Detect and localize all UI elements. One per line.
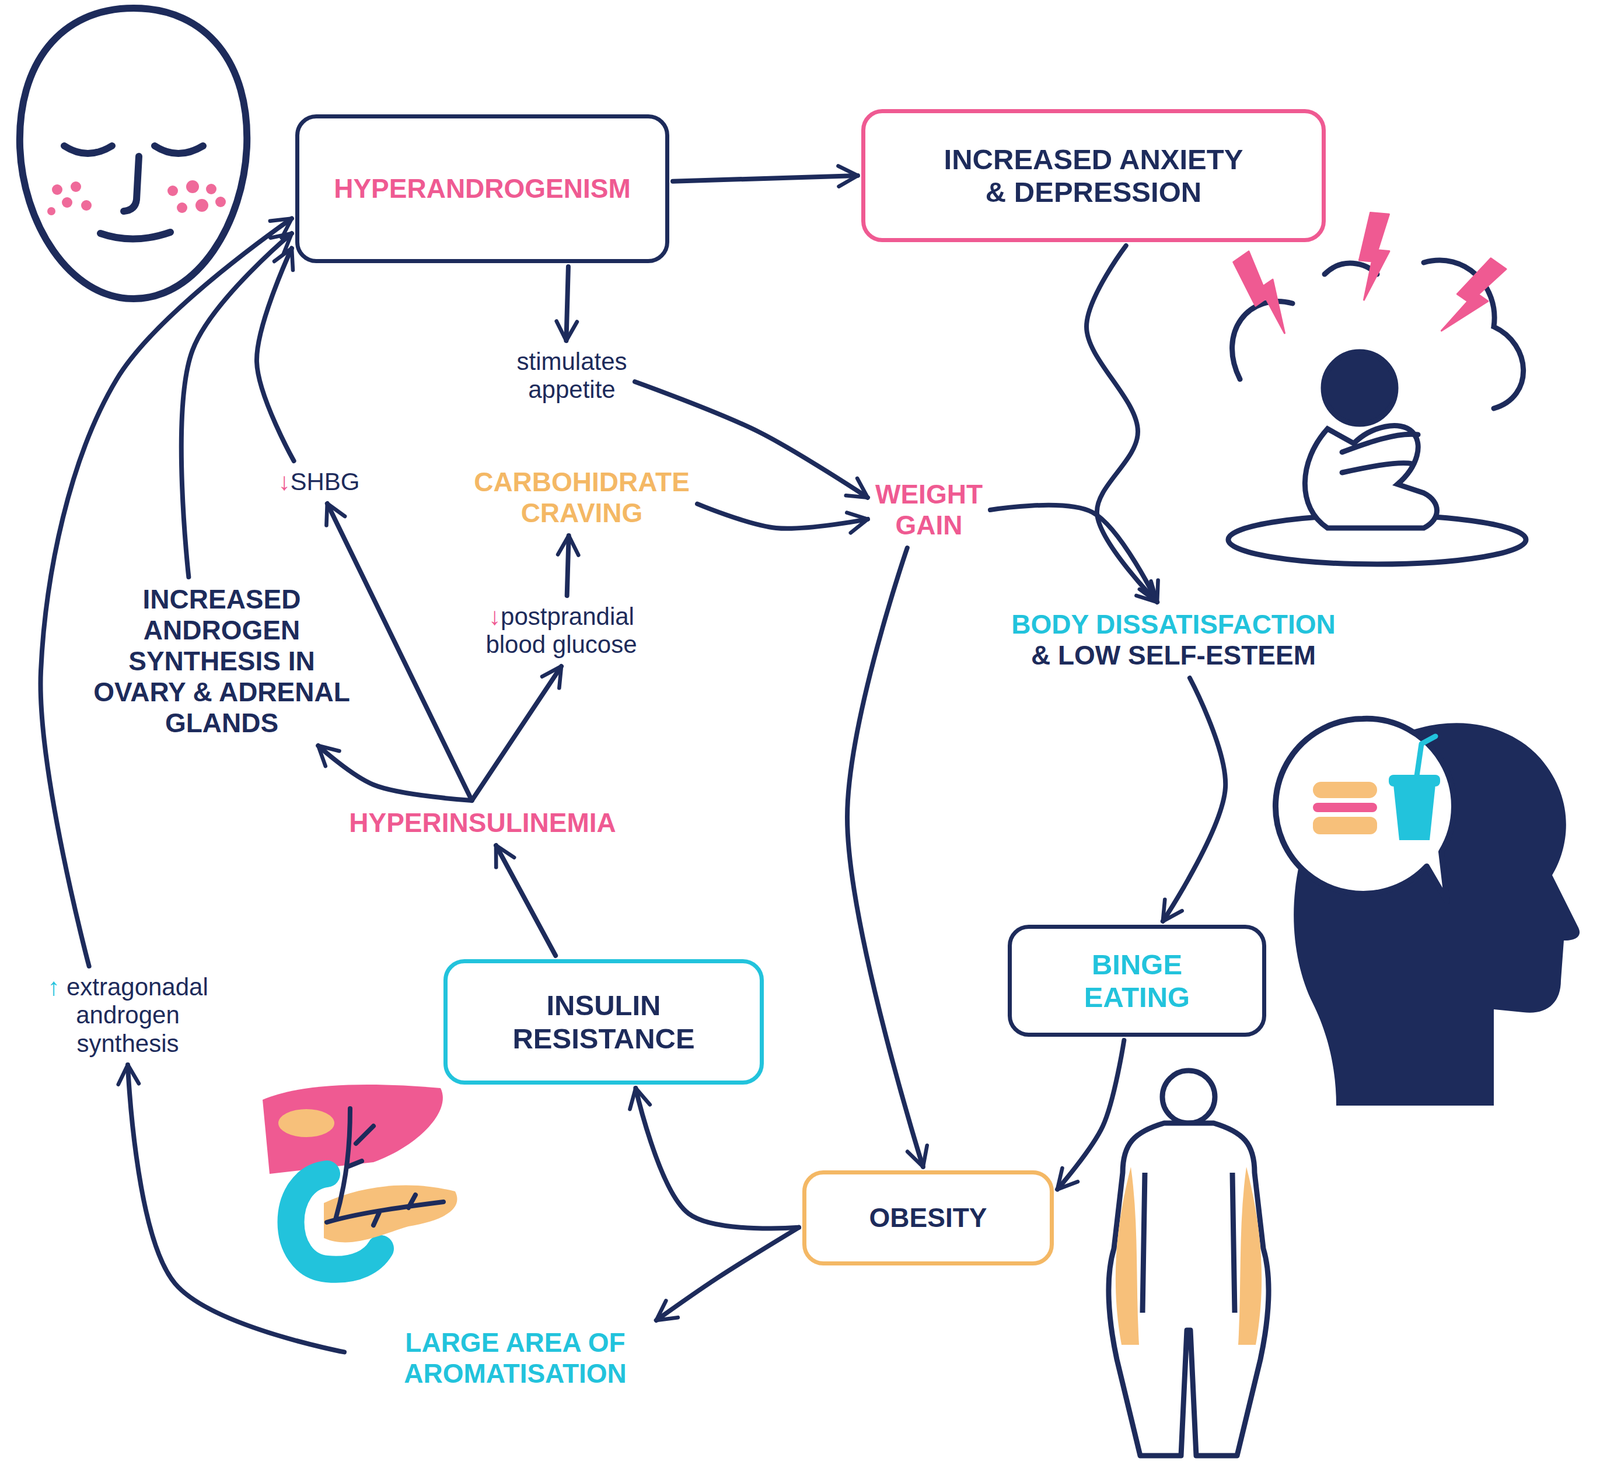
liver-pancreas-icon-part	[262, 1084, 443, 1175]
distress-figure-part	[1342, 463, 1413, 473]
flow-label: INCREASED ANDROGEN SYNTHESIS IN OVARY & …	[84, 584, 360, 739]
face-icon-part-part	[70, 181, 82, 192]
distress-figure-part-part	[1356, 211, 1393, 302]
box-text: INSULIN RESISTANCE	[512, 989, 695, 1055]
process-box: INSULIN RESISTANCE	[443, 959, 764, 1085]
body-silhouette	[1108, 1070, 1269, 1456]
label-text: ↓SHBG	[277, 467, 360, 496]
craving-head	[1275, 718, 1580, 1106]
liver-pancreas-icon-part	[326, 1108, 444, 1226]
flow-arrow	[656, 1227, 799, 1321]
liver-pancreas-icon	[262, 1084, 457, 1270]
flow-label: ↓postprandial blood glucose	[467, 602, 656, 660]
process-box: HYPERANDROGENISM	[295, 114, 670, 264]
face-icon-part-part	[215, 196, 226, 208]
flow-arrow	[1057, 1040, 1124, 1190]
flow-arrow	[635, 1088, 799, 1229]
face-icon	[19, 8, 247, 299]
flow-arrow	[847, 547, 924, 1168]
distress-figure-part	[1232, 301, 1293, 380]
craving-head-part	[1312, 816, 1378, 835]
face-icon-part	[123, 156, 139, 212]
distress-figure	[1227, 211, 1526, 565]
face-icon-part-part	[167, 185, 178, 197]
flow-label: ↓SHBG	[277, 467, 361, 497]
flow-label: HYPERINSULINEMIA	[348, 807, 617, 839]
craving-head-part	[1393, 784, 1436, 841]
flow-arrow	[495, 845, 556, 956]
label-text: HYPERINSULINEMIA	[348, 807, 616, 839]
box-text: OBESITY	[869, 1202, 988, 1234]
label-text: WEIGHT GAIN	[875, 479, 983, 541]
flow-arrow	[1086, 245, 1158, 603]
flow-label: BODY DISSATISFACTION& LOW SELF-ESTEEM	[1010, 609, 1337, 672]
craving-head-part	[1416, 736, 1436, 777]
flow-arrow	[697, 504, 868, 529]
face-icon-part-part	[176, 202, 188, 213]
flow-arrow	[472, 666, 562, 801]
body-silhouette-part	[1142, 1172, 1235, 1313]
face-icon-part	[64, 145, 113, 154]
label-text: & LOW SELF-ESTEEM	[1031, 640, 1316, 672]
flow-arrow	[127, 1064, 345, 1353]
craving-head-part	[1312, 781, 1378, 799]
label-text: ↑ extragonadal androgen synthesis	[31, 973, 225, 1058]
face-icon-part-part	[81, 200, 92, 211]
label-text: CARBOHIDRATE CRAVING	[473, 466, 690, 529]
flow-label: CARBOHIDRATE CRAVING	[473, 466, 691, 529]
body-silhouette-part	[1115, 1167, 1140, 1346]
distress-figure-part	[1342, 434, 1418, 453]
label-text: LARGE AREA OF AROMATISATION	[351, 1327, 679, 1390]
distress-figure-part-part	[1227, 249, 1302, 339]
distress-figure-part-part	[1434, 254, 1509, 344]
body-silhouette-part	[1108, 1123, 1269, 1456]
face-icon-part-part	[186, 180, 199, 194]
distress-figure-part	[1323, 351, 1396, 425]
face-icon-part	[154, 145, 204, 154]
face-icon-part-part	[61, 197, 73, 208]
box-text: BINGE EATING	[1084, 948, 1190, 1015]
flow-arrow	[672, 175, 858, 182]
face-icon-part	[100, 232, 171, 240]
label-text: ↓postprandial blood glucose	[467, 602, 655, 660]
flow-arrow	[256, 248, 295, 462]
face-icon-part-part	[47, 207, 56, 216]
liver-pancreas-icon-part	[278, 1109, 335, 1138]
flow-arrow	[1162, 678, 1226, 922]
face-icon-part-part	[51, 184, 63, 195]
label-text: BODY DISSATISFACTION	[1011, 609, 1336, 641]
face-icon-part	[47, 180, 226, 216]
flow-arrow	[181, 233, 292, 578]
box-text: INCREASED ANXIETY & DEPRESSION	[889, 142, 1298, 209]
distress-figure-part	[1304, 425, 1437, 529]
face-icon-part-part	[195, 198, 209, 212]
label-text: stimulates appetite	[516, 347, 627, 405]
process-box: BINGE EATING	[1007, 924, 1267, 1037]
flow-label: stimulates appetite	[515, 347, 628, 405]
flow-label: ↑ extragonadal androgen synthesis	[30, 973, 225, 1058]
face-icon-part-part	[205, 183, 217, 195]
flow-arrow	[566, 266, 569, 341]
flow-label: WEIGHT GAIN	[874, 479, 984, 541]
face-icon-part	[19, 8, 247, 299]
process-box: OBESITY	[802, 1170, 1054, 1266]
process-box: INCREASED ANXIETY & DEPRESSION	[861, 109, 1326, 243]
flow-arrow	[990, 505, 1158, 603]
craving-head-part	[1312, 802, 1378, 813]
body-silhouette-part	[1238, 1167, 1262, 1346]
box-text: HYPERANDROGENISM	[333, 173, 631, 205]
flow-label: LARGE AREA OF AROMATISATION	[351, 1327, 680, 1390]
body-silhouette-part	[1162, 1070, 1215, 1124]
label-text: INCREASED ANDROGEN SYNTHESIS IN OVARY & …	[84, 584, 359, 739]
flow-arrow	[327, 503, 473, 801]
craving-head-part	[1275, 718, 1455, 902]
flow-arrow	[567, 535, 569, 596]
